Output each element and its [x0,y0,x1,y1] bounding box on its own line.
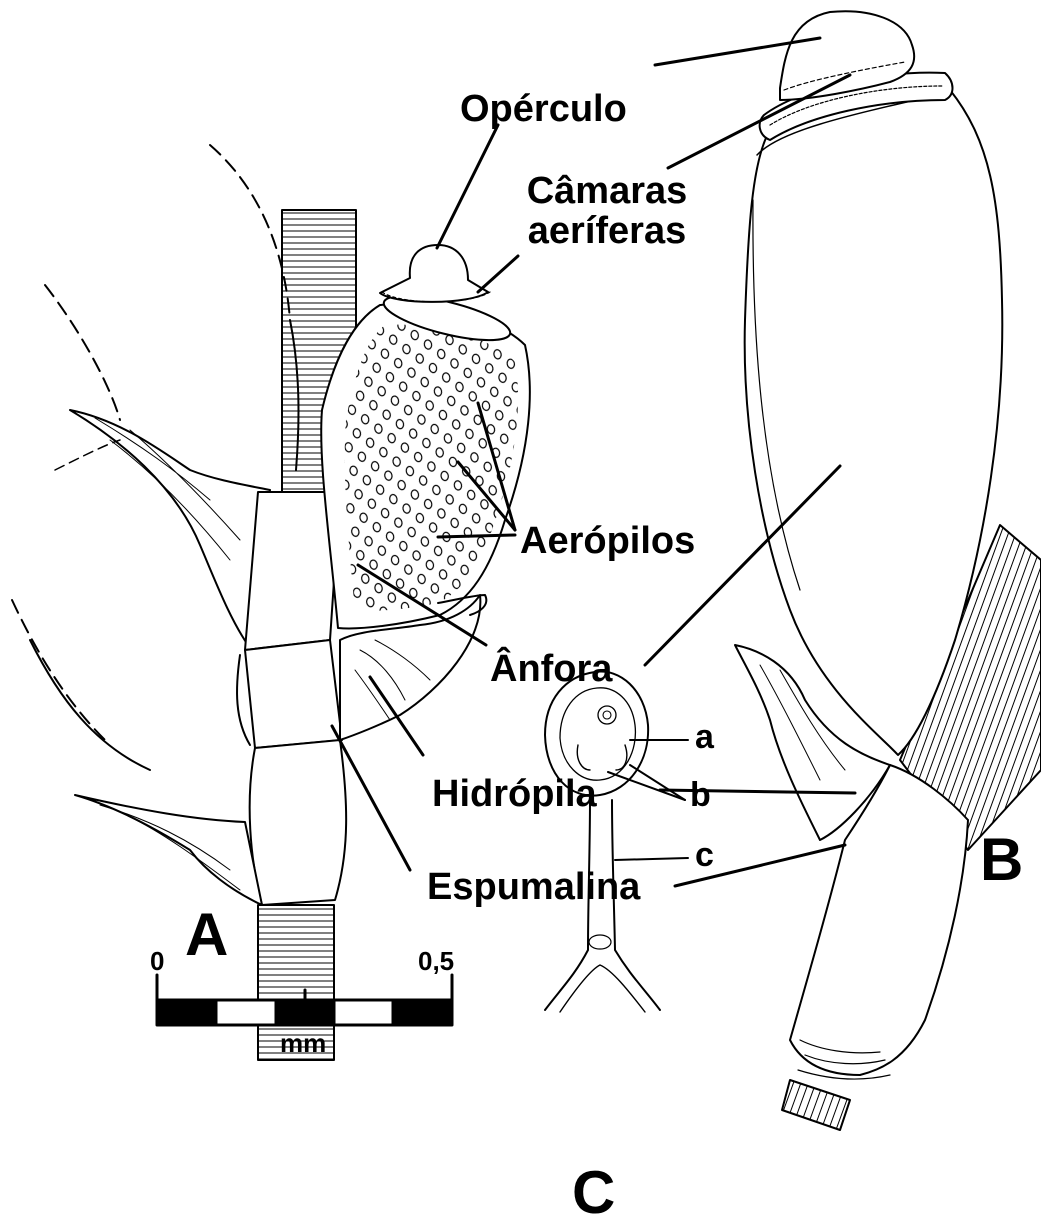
leader-operculo [437,125,498,248]
label-camaras-line1: Câmaras [507,172,707,210]
scale-unit: mm [280,1030,326,1056]
panel-label-c: C [572,1163,615,1223]
label-camaras-line2: aeríferas [507,212,707,250]
panel-c-part-a: a [695,720,714,754]
scale-end: 0,5 [418,948,454,974]
panel-b-drawing [735,11,1041,1130]
panel-label-b: B [980,830,1023,890]
panel-c-part-b: b [690,778,711,812]
label-anfora: Ânfora [490,650,612,688]
panel-label-a: A [185,905,228,965]
label-aeropilos: Aerópilos [520,522,695,560]
panel-c-part-c: c [695,838,714,872]
leader-c-c [615,858,688,860]
panel-a-drawing [12,145,530,1060]
label-operculo: Opérculo [460,90,627,128]
label-espumalina: Espumalina [427,868,640,906]
panel-c-drawing [545,672,660,1012]
scale-start: 0 [150,948,164,974]
leader-aeropilos-3 [438,535,515,537]
leader-camaras-a [478,256,518,292]
label-hidropila: Hidrópila [432,775,597,813]
